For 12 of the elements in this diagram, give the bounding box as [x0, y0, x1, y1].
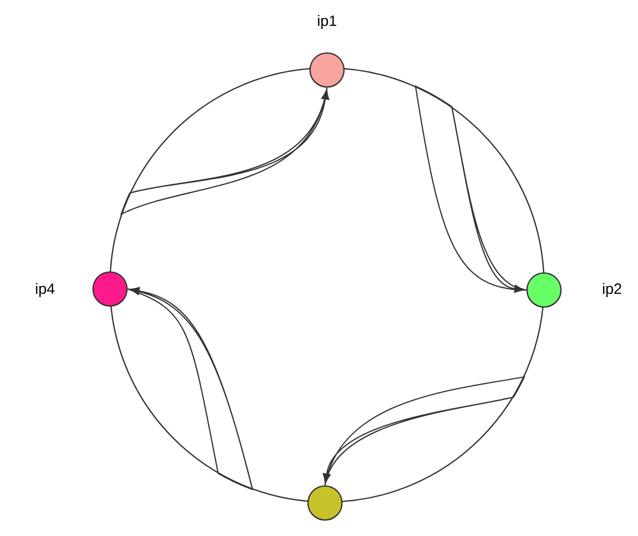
node-circle	[309, 52, 345, 88]
node-label: ip1	[318, 15, 336, 29]
ring-circle	[109, 67, 545, 503]
node-circle	[307, 485, 343, 521]
node-circle	[526, 272, 562, 308]
arrow	[322, 376, 525, 486]
arrow	[414, 86, 527, 293]
node-label: ip2	[603, 283, 622, 297]
node-circle	[92, 271, 128, 307]
arrow	[127, 286, 254, 490]
arrow	[120, 87, 330, 215]
node-label: ip4	[36, 283, 55, 297]
